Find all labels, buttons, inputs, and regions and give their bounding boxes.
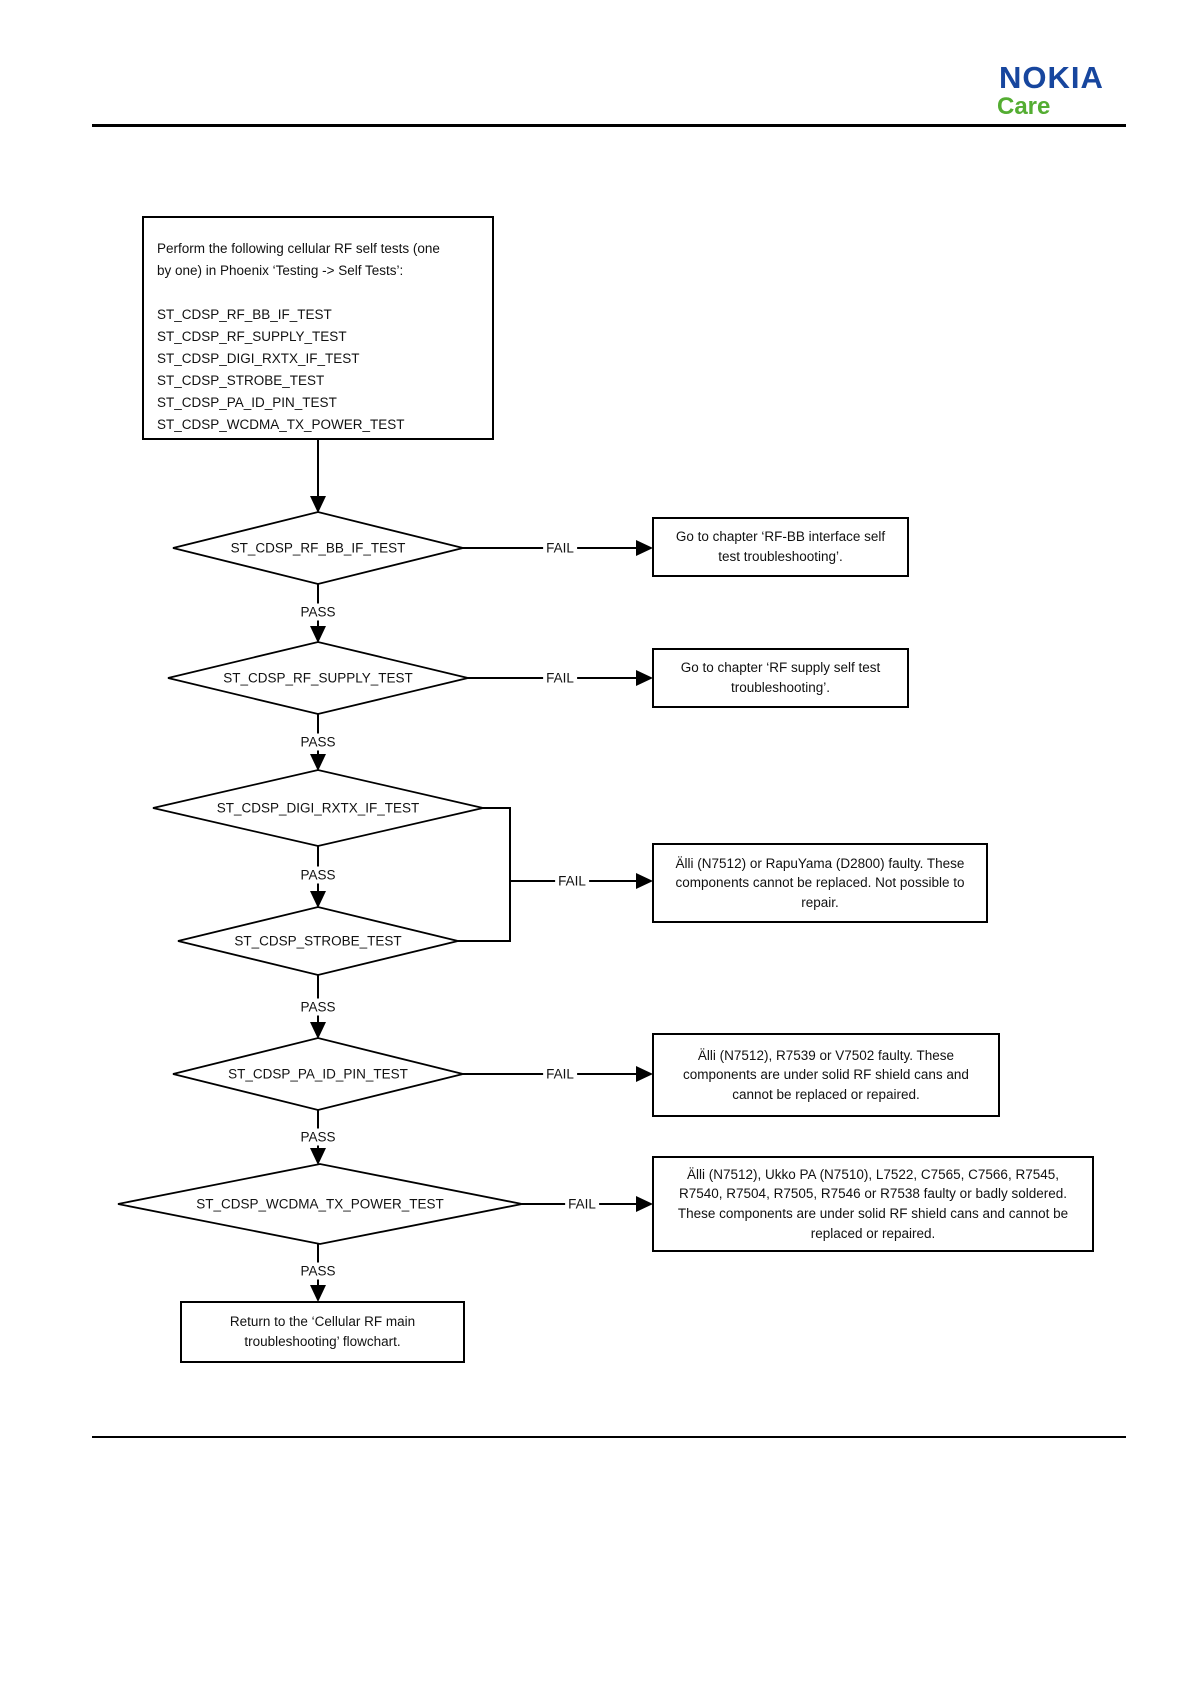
start-box-line: ST_CDSP_WCDMA_TX_POWER_TEST: [157, 417, 405, 432]
fail-label-1: FAIL: [543, 539, 577, 557]
decision-label-pa-id-pin: ST_CDSP_PA_ID_PIN_TEST: [228, 1066, 408, 1082]
end-box-return-to-main-flowchart: Return to the ‘Cellular RF main troubles…: [180, 1301, 465, 1363]
start-box-line: ST_CDSP_RF_BB_IF_TEST: [157, 307, 332, 322]
header-rule: [92, 124, 1126, 127]
arrowhead-down-end: [310, 1285, 326, 1302]
decision-diamond-digi-rxtx-if: [152, 769, 484, 847]
start-box-line: Perform the following cellular RF self t…: [157, 241, 440, 256]
decision-label-rf-bb-if: ST_CDSP_RF_BB_IF_TEST: [230, 540, 406, 556]
start-instruction-box: Perform the following cellular RF self t…: [142, 216, 494, 440]
fail-box-alli-ukko-pa: Älli (N7512), Ukko PA (N7510), L7522, C7…: [652, 1156, 1094, 1252]
arrowhead-down-d6: [310, 1148, 326, 1165]
nokia-care-logo: Care: [997, 93, 1051, 120]
fail-box-rf-supply: Go to chapter ‘RF supply self test troub…: [652, 648, 909, 708]
fail-merge-bracket: [458, 807, 511, 942]
arrowhead-down-d2: [310, 626, 326, 643]
pass-label-1: PASS: [297, 603, 339, 621]
arrowhead-right-box5: [636, 1196, 653, 1212]
start-box-line: ST_CDSP_RF_SUPPLY_TEST: [157, 329, 347, 344]
decision-label-digi-rxtx-if: ST_CDSP_DIGI_RXTX_IF_TEST: [216, 800, 420, 816]
fail-label-3: FAIL: [555, 872, 589, 890]
fail-label-2: FAIL: [543, 669, 577, 687]
fail-box-alli-r7539-v7502: Älli (N7512), R7539 or V7502 faulty. The…: [652, 1033, 1000, 1117]
arrowhead-down-d1: [310, 496, 326, 513]
start-box-line: by one) in Phoenix ‘Testing -> Self Test…: [157, 263, 404, 278]
fail-box-alli-rapuyama: Älli (N7512) or RapuYama (D2800) faulty.…: [652, 843, 988, 923]
arrowhead-right-box3: [636, 873, 653, 889]
start-box-line: ST_CDSP_DIGI_RXTX_IF_TEST: [157, 351, 360, 366]
arrowhead-down-d4: [310, 891, 326, 908]
fail-label-5: FAIL: [565, 1195, 599, 1213]
fail-label-4: FAIL: [543, 1065, 577, 1083]
footer-rule: [92, 1436, 1126, 1438]
decision-diamond-pa-id-pin: [172, 1037, 464, 1111]
arrowhead-right-box2: [636, 670, 653, 686]
decision-label-strobe: ST_CDSP_STROBE_TEST: [234, 933, 402, 949]
decision-diamond-strobe: [177, 906, 459, 976]
pass-label-5: PASS: [297, 1128, 339, 1146]
arrowhead-right-box4: [636, 1066, 653, 1082]
start-box-line: ST_CDSP_PA_ID_PIN_TEST: [157, 395, 337, 410]
arrowhead-down-d3: [310, 754, 326, 771]
decision-diamond-rf-supply: [167, 641, 469, 715]
decision-diamond-rf-bb-if: [172, 511, 464, 585]
start-box-line: [157, 282, 484, 304]
pass-label-2: PASS: [297, 733, 339, 751]
pass-label-4: PASS: [297, 998, 339, 1016]
pass-label-3: PASS: [297, 866, 339, 884]
decision-label-wcdma-tx-power: ST_CDSP_WCDMA_TX_POWER_TEST: [196, 1196, 444, 1212]
decision-label-rf-supply: ST_CDSP_RF_SUPPLY_TEST: [223, 670, 413, 686]
arrowhead-right-box1: [636, 540, 653, 556]
nokia-logo: NOKIA: [999, 60, 1104, 95]
pass-label-6: PASS: [297, 1262, 339, 1280]
fail-box-rf-bb-interface: Go to chapter ‘RF-BB interface self test…: [652, 517, 909, 577]
arrowhead-down-d5: [310, 1022, 326, 1039]
start-box-line: ST_CDSP_STROBE_TEST: [157, 373, 325, 388]
decision-diamond-wcdma-tx-power: [117, 1163, 523, 1245]
